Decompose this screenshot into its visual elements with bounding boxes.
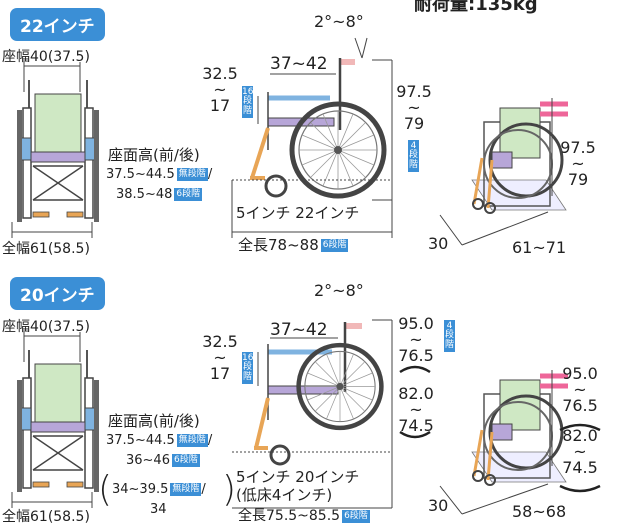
seat-height-front-value-20: 37.5~44.5 [106, 433, 175, 448]
folded-view-20 [472, 376, 568, 485]
low-seat-rear-20: 34 [150, 502, 167, 517]
folded-low-tilde-20: ~ [573, 442, 587, 461]
total-length-value-20: 全長75.5~85.5 [238, 508, 341, 524]
seat-height-rear-tag-20: 6段階 [171, 454, 200, 467]
folded-height-top-22: 97.5 [560, 138, 596, 157]
folded-low-bottom-20: 74.5 [562, 458, 598, 477]
folded-depth-22: 30 [428, 234, 449, 253]
folded-height-20: 95.0 ~ 76.5 [558, 366, 602, 414]
armrest-length-20: 37~42 [270, 320, 328, 340]
folded-low-height-20: 82.0 ~ 74.5 [558, 428, 602, 476]
seat-height-slash-22: / [207, 167, 213, 182]
height-steps-tag-20: 4段階 [444, 320, 455, 353]
total-height-20: 95.0 ~ 76.5 [396, 316, 436, 364]
wheel-sizes-low-20: (低床4インチ) [236, 486, 333, 504]
badge-20-inch: 20インチ [10, 277, 105, 310]
low-height-20: 82.0 ~ 74.5 [396, 386, 436, 434]
low-seat-close-paren: ) [222, 469, 237, 510]
total-height-bottom-20: 76.5 [398, 346, 434, 365]
folded-height-top-20: 95.0 [562, 364, 598, 383]
folded-height-bottom-22: 79 [567, 170, 589, 189]
armrest-height-tilde-22: ~ [213, 80, 227, 99]
wheel-sizes-22: 5インチ 22インチ [236, 204, 360, 222]
folded-height-22: 97.5 ~ 79 [556, 140, 600, 188]
armrest-length-22: 37~42 [270, 54, 328, 74]
seat-height-front-value-22: 37.5~44.5 [106, 167, 175, 182]
seat-height-rear-tag-22: 6段階 [174, 188, 203, 201]
armrest-height-tilde-20: ~ [213, 348, 227, 367]
total-length-tag-20: 6段階 [342, 509, 370, 523]
armrest-steps-tag-22: 16段階 [242, 86, 253, 119]
total-height-top-20: 95.0 [398, 314, 434, 333]
folded-view-22 [472, 104, 568, 213]
seat-height-slash-20: / [207, 433, 213, 448]
low-seat-open-paren: ( [98, 469, 113, 510]
seat-height-label-20: 座面高(前/後) [108, 412, 200, 430]
armrest-height-bottom-22: 17 [209, 96, 231, 115]
total-height-tilde-20: ~ [409, 330, 423, 349]
folded-height-tilde-20: ~ [573, 380, 587, 399]
folded-length-20: 58~68 [512, 502, 567, 521]
folded-height-bottom-20: 76.5 [562, 396, 598, 415]
total-length-tag-22: 6段階 [320, 239, 349, 252]
folded-length-22: 61~71 [512, 238, 567, 257]
total-height-tilde-22: ~ [407, 98, 421, 117]
low-height-top-20: 82.0 [398, 384, 434, 403]
back-angle-22: 2°~8° [314, 12, 364, 31]
seat-height-front-tag-22: 無段階 [176, 168, 208, 181]
seat-height-front-tag-20: 無段階 [176, 434, 208, 447]
low-height-tilde-20: ~ [409, 400, 423, 419]
folded-height-tilde-22: ~ [571, 154, 585, 173]
low-seat-front-20: 34~39.5 [112, 482, 169, 497]
side-view-20 [232, 319, 431, 509]
low-seat-tag-20: 無段階 [170, 483, 202, 496]
seat-height-label-22: 座面高(前/後) [108, 146, 200, 164]
armrest-height-20: 32.5 ~ 17 [200, 334, 240, 382]
wheel-sizes-20: 5インチ 20インチ [236, 468, 360, 486]
side-view-22 [231, 37, 393, 238]
total-height-22: 97.5 ~ 79 [394, 84, 434, 132]
total-width-20: 全幅61(58.5) [2, 509, 90, 525]
seat-width-22: 座幅40(37.5) [2, 49, 90, 65]
low-height-bottom-20: 74.5 [398, 416, 434, 435]
low-seat-slash-20: / [201, 482, 206, 497]
armrest-height-bottom-20: 17 [209, 364, 231, 383]
back-angle-20: 2°~8° [314, 281, 364, 300]
seat-height-rear-value-20: 36~46 [126, 453, 170, 468]
height-steps-tag-22: 4段階 [408, 140, 419, 173]
seat-width-20: 座幅40(37.5) [2, 319, 90, 335]
badge-22-inch: 22インチ [10, 8, 105, 41]
total-length-value-22: 全長78~88 [238, 236, 319, 254]
armrest-height-top-20: 32.5 [202, 332, 238, 351]
total-height-top-22: 97.5 [396, 82, 432, 101]
seat-height-rear-value-22: 38.5~48 [116, 187, 173, 202]
front-view-22 [16, 79, 100, 223]
armrest-height-22: 32.5 ~ 17 [200, 66, 240, 114]
armrest-steps-tag-20: 16段階 [242, 352, 253, 385]
front-view-20 [16, 349, 100, 493]
armrest-height-top-22: 32.5 [202, 64, 238, 83]
folded-low-top-20: 82.0 [562, 426, 598, 445]
folded-depth-20: 30 [428, 496, 449, 515]
total-height-bottom-22: 79 [403, 114, 425, 133]
total-width-22: 全幅61(58.5) [2, 241, 90, 257]
capacity-label: 耐荷量:135kg [414, 0, 538, 15]
